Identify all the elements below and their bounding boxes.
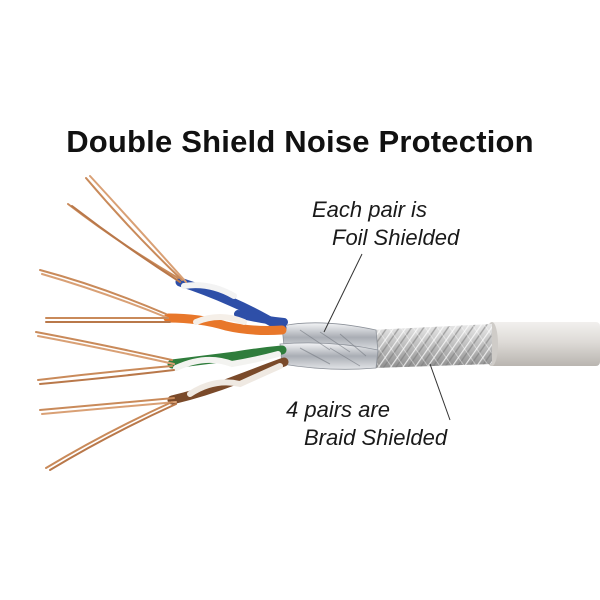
braid-shield [369,324,492,368]
foil-callout-line-1: Each pair is [312,197,427,222]
foil-shields [279,322,379,370]
braid-callout-line-1: 4 pairs are [286,397,390,422]
copper-strands [35,175,187,471]
braid-callout-line-2: Braid Shielded [304,425,448,450]
twisted-pairs [163,277,289,405]
braid-shield-callout: 4 pairs are Braid Shielded [286,396,516,452]
callout-leader-lines [323,253,451,421]
foil-callout-line-2: Foil Shielded [332,225,460,250]
cable-jacket [486,322,600,366]
page-title: Double Shield Noise Protection [66,124,534,159]
foil-shield-callout: Each pair is Foil Shielded [312,196,532,252]
